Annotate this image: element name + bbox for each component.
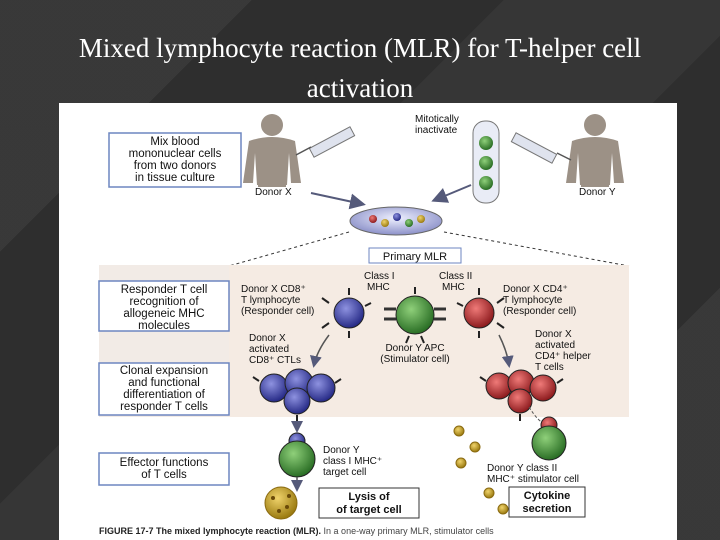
cd4-helper-line3: CD4⁺ helper (535, 351, 592, 362)
class1-mhc-line1: Class I (364, 271, 395, 282)
cd4-helper-line2: activated (535, 340, 575, 351)
step-box-1: Mix blood mononuclear cells from two don… (108, 132, 242, 188)
apc-stimulator-cell (384, 287, 446, 344)
apc-line2: (Stimulator cell) (380, 354, 449, 365)
caption-rest: In a one-way primary MLR, stimulator cel… (321, 526, 494, 536)
caption-bold: FIGURE 17-7 The mixed lymphocyte reactio… (99, 526, 321, 536)
culture-dish-icon (349, 206, 443, 236)
target-cell (278, 432, 316, 492)
cd8-ctl-line2: activated (249, 344, 289, 355)
step2-line1: Responder T cell (121, 284, 208, 296)
arrow-donor-y (431, 184, 472, 203)
stim-line1: Donor Y class II (487, 463, 557, 474)
step3-line3: differentiation of (123, 389, 205, 401)
cd4-responder-cell (456, 288, 505, 338)
step1-line3: from two donors (134, 160, 217, 172)
cone-line-right (443, 231, 630, 267)
mlr-diagram: Mix blood mononuclear cells from two don… (98, 114, 630, 536)
step1-line2: mononuclear cells (129, 148, 222, 160)
step4-line2: of T cells (141, 469, 187, 481)
cd4-responder-line2: T lymphocyte (503, 295, 563, 306)
cd4-helper-line1: Donor X (535, 329, 572, 340)
title-line-1: Mixed lymphocyte reaction (MLR) for T-he… (78, 33, 642, 63)
step2-line3: allogeneic MHC (123, 308, 204, 320)
arrow-to-ctl (310, 334, 330, 368)
class2-mhc-line1: Class II (439, 271, 472, 282)
arrow-donor-x (310, 192, 366, 210)
step2-line4: molecules (138, 320, 190, 332)
donor-y-label: Donor Y (579, 187, 616, 198)
step-box-2: Responder T cell recognition of allogene… (98, 280, 230, 332)
cone-line-left (228, 231, 350, 267)
syringe-right-icon (510, 132, 572, 164)
class2-mhc-line2: MHC (442, 282, 465, 293)
cytokine-box (508, 486, 586, 518)
step1-line4: in tissue culture (135, 172, 215, 184)
mitotic-label-2: inactivate (415, 125, 458, 136)
arrow-to-helper (498, 334, 514, 368)
arrow-to-stim (528, 406, 548, 426)
lysis-box (318, 487, 420, 519)
lysed-cell-icon (264, 486, 298, 520)
cd8-responder-cell (321, 288, 372, 338)
target-line1: Donor Y (323, 445, 360, 456)
stimulator-cell-with-helper (531, 416, 567, 461)
cd8-responder-line3: (Responder cell) (241, 306, 314, 317)
cd8-ctl-line1: Donor X (249, 333, 286, 344)
slide-title: Mixed lymphocyte reaction (MLR) for T-he… (0, 28, 720, 108)
primary-mlr-label: Primary MLR (383, 251, 447, 263)
target-line3: target cell (323, 467, 366, 478)
stim-line2: MHC⁺ stimulator cell (487, 474, 579, 485)
cytokine-dots-icon (453, 425, 509, 515)
test-tube-icon (472, 120, 500, 204)
apc-line1: Donor Y APC (385, 343, 444, 354)
cd4-responder-line3: (Responder cell) (503, 306, 576, 317)
donor-x-label: Donor X (255, 187, 292, 198)
cytokine-line2: secretion (523, 503, 572, 515)
lysis-line1: Lysis of (348, 491, 389, 503)
cytokine-line1: Cytokine (524, 490, 570, 502)
step-box-4: Effector functions of T cells (98, 452, 230, 486)
ctl-clone-cluster (252, 368, 342, 423)
step1-line1: Mix blood (150, 136, 199, 148)
donor-y-figure-icon (566, 114, 624, 187)
mitotic-label-1: Mitotically (415, 114, 459, 125)
cd4-responder-line1: Donor X CD4⁺ (503, 284, 568, 295)
step3-line4: responder T cells (120, 401, 208, 413)
cd8-responder-line2: T lymphocyte (241, 295, 301, 306)
step-box-3: Clonal expansion and functional differen… (98, 362, 230, 416)
cd8-responder-line1: Donor X CD8⁺ (241, 284, 306, 295)
primary-mlr-box (368, 247, 462, 264)
step3-line1: Clonal expansion (120, 365, 208, 377)
step4-line1: Effector functions (120, 457, 209, 469)
figure-caption: FIGURE 17-7 The mixed lymphocyte reactio… (99, 526, 494, 536)
syringe-left-icon (295, 126, 356, 158)
title-line-2: activation (306, 73, 414, 103)
class1-mhc-line2: MHC (367, 282, 390, 293)
donor-x-figure-icon (243, 114, 301, 187)
helper-clone-cluster (479, 369, 564, 421)
target-line2: class I MHC⁺ (323, 456, 382, 467)
step3-line2: and functional (128, 377, 200, 389)
mlr-figure: Mix blood mononuclear cells from two don… (59, 103, 677, 540)
cd4-helper-line4: T cells (535, 362, 564, 373)
cd8-ctl-line3: CD8⁺ CTLs (249, 355, 301, 366)
step2-line2: recognition of (129, 296, 199, 308)
lysis-line2: of target cell (336, 504, 401, 516)
